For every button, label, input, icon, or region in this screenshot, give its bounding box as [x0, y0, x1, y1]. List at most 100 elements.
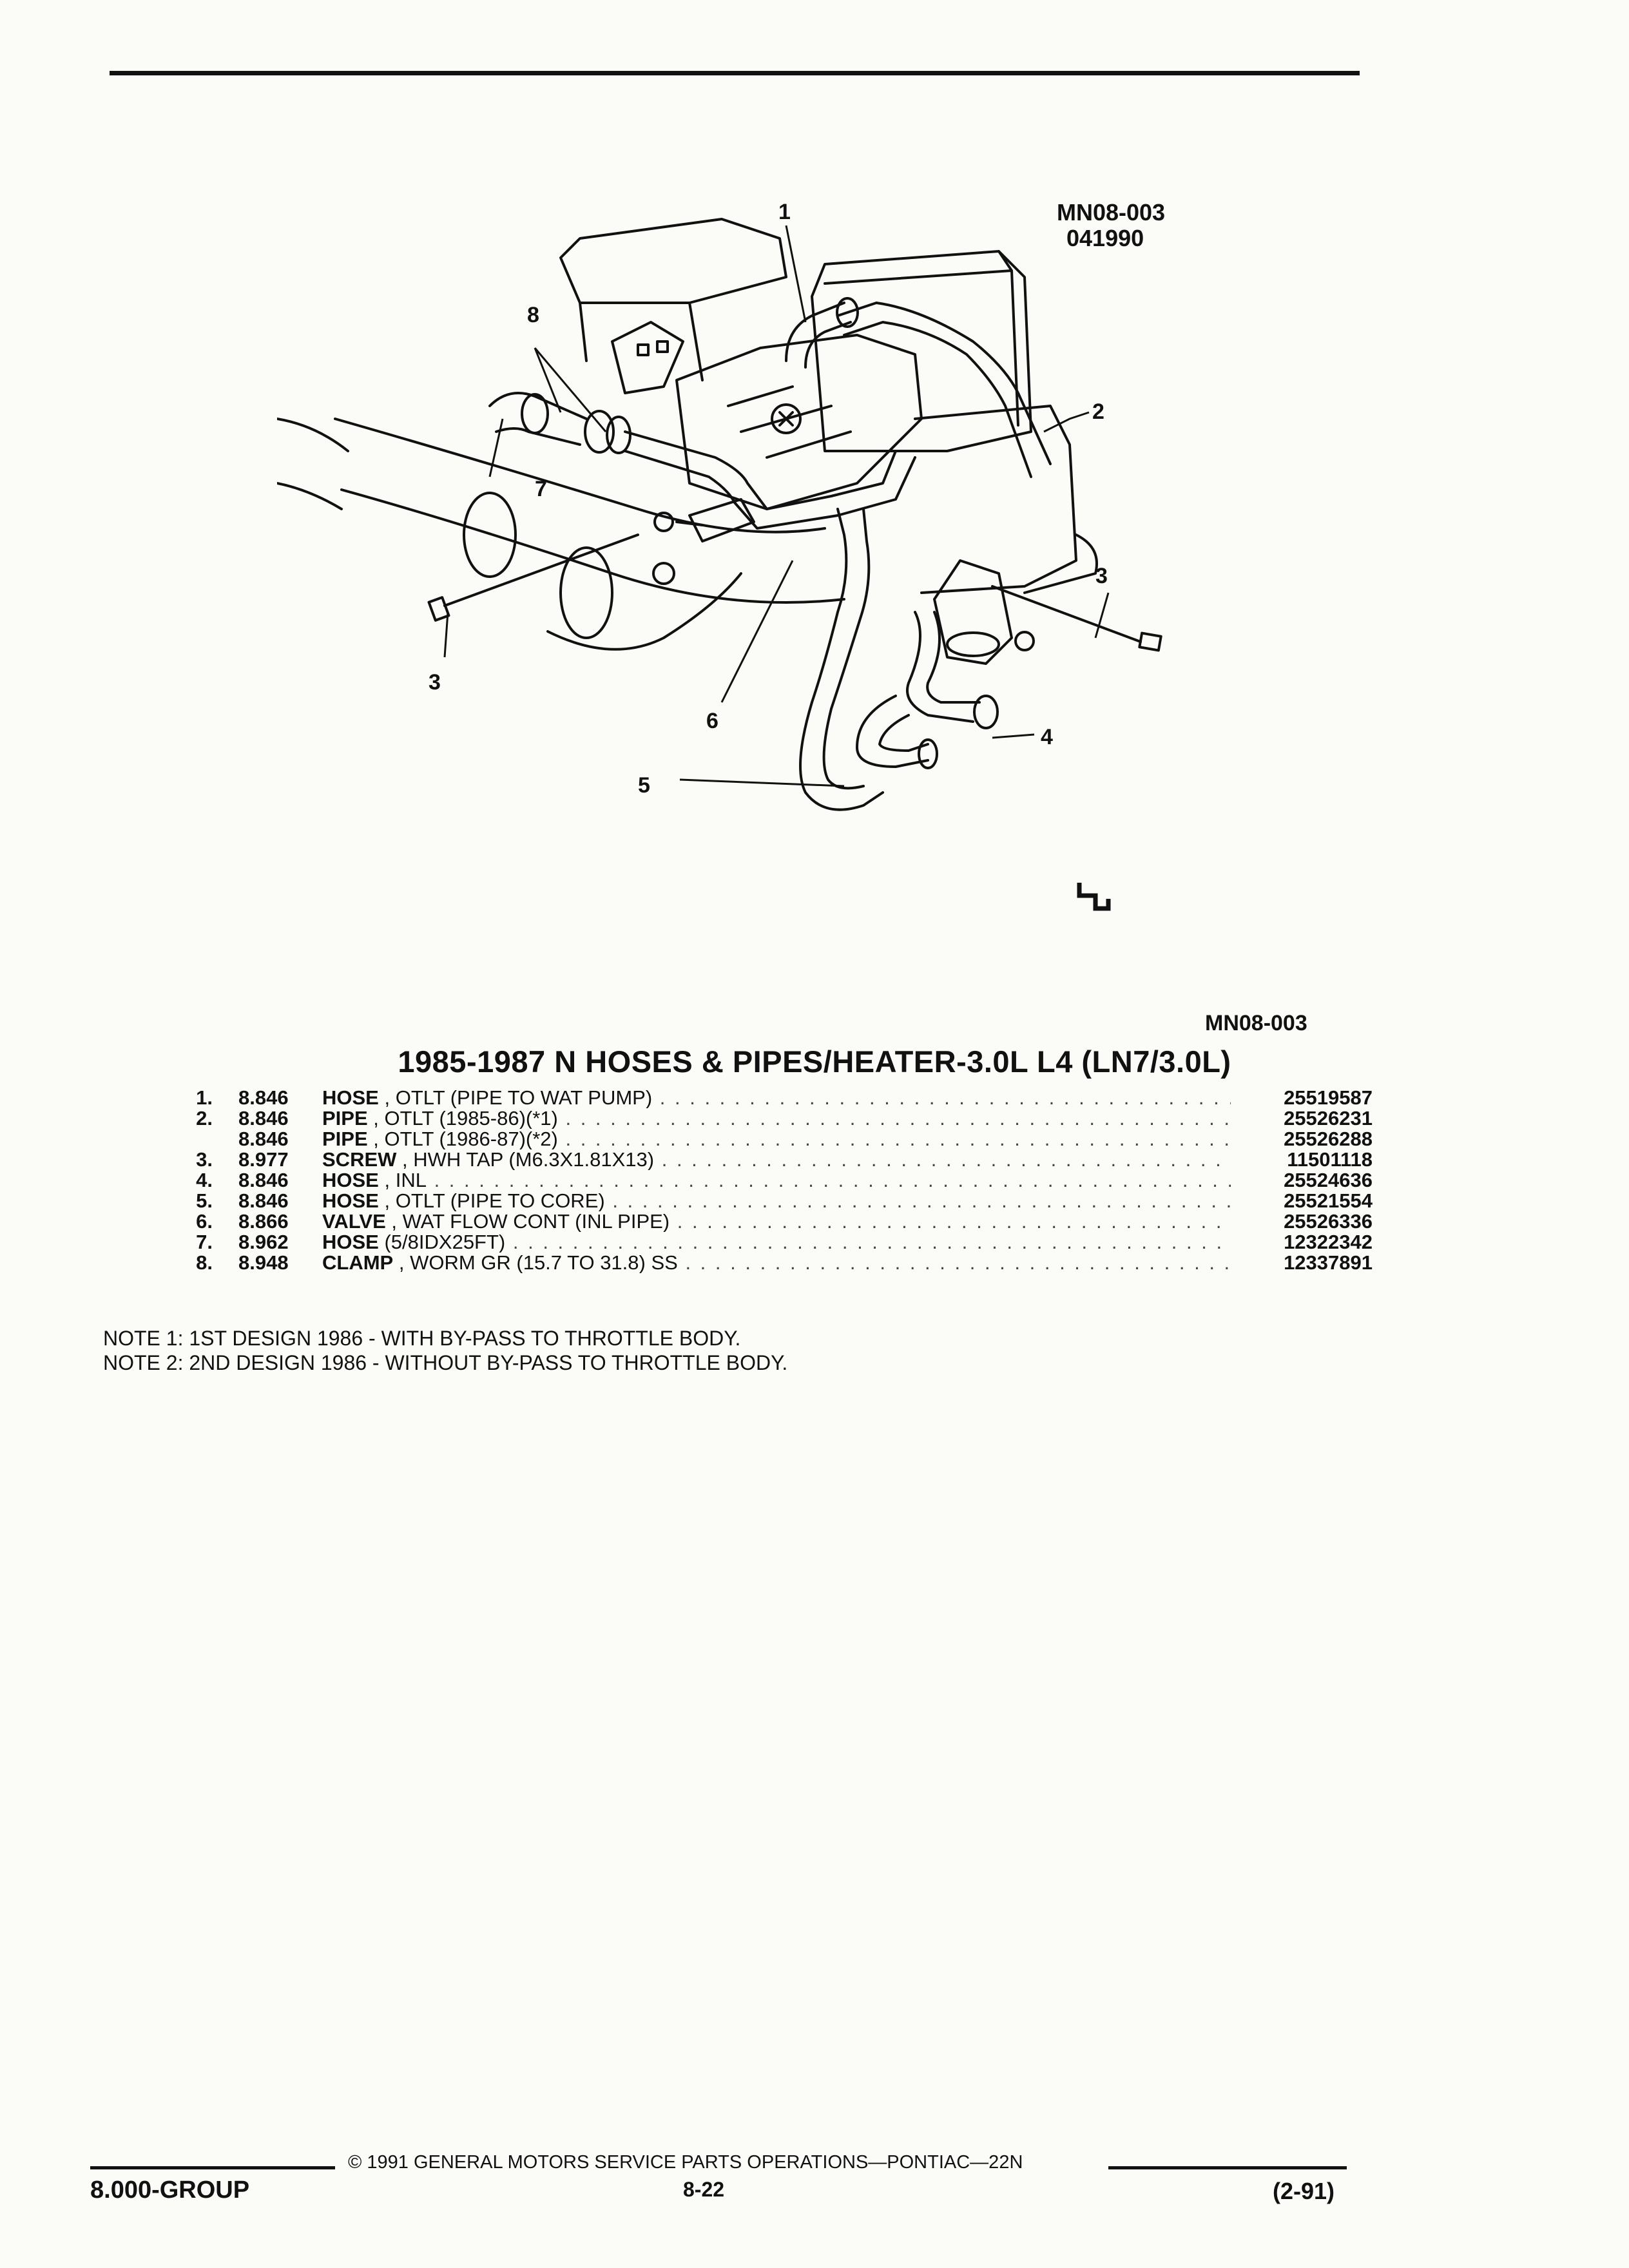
air-cleaner-box — [811, 250, 1032, 452]
part-name: CLAMP — [322, 1253, 394, 1273]
part-description: CLAMP , WORM GR (15.7 TO 31.8) SS — [322, 1253, 1231, 1273]
part-row: 7. 8.962 HOSE (5/8IDX25FT) 12322342 — [161, 1232, 1373, 1253]
part-row: 6. 8.866 VALVE , WAT FLOW CONT (INL PIPE) 2… — [161, 1211, 1373, 1232]
top-rule — [110, 71, 1360, 75]
part-detail: , HWH TAP (M6.3X1.81X13) — [402, 1149, 655, 1170]
footer-group: 8.000-GROUP — [90, 2177, 250, 2204]
part-row: 5. 8.846 HOSE , OTLT (PIPE TO CORE) 2552155… — [161, 1191, 1373, 1211]
part-detail: , OTLT (PIPE TO CORE) — [384, 1191, 605, 1211]
part-name: HOSE — [322, 1170, 379, 1191]
part-row: 8. 8.948 CLAMP , WORM GR (15.7 TO 31.8) SS… — [161, 1253, 1373, 1273]
part-group-code: 8.846 — [238, 1086, 289, 1109]
footer-rule-left — [90, 2166, 335, 2169]
notes: NOTE 1: 1ST DESIGN 1986 - WITH BY-PASS T… — [103, 1326, 787, 1375]
callout-8: 8 — [527, 303, 539, 327]
part-name: PIPE — [322, 1108, 368, 1129]
footer-copyright: © 1991 GENERAL MOTORS SERVICE PARTS OPER… — [348, 2152, 1023, 2173]
part-description: HOSE , INL — [322, 1170, 1231, 1191]
part-number: 25519587 — [1284, 1086, 1373, 1109]
hose-7 — [488, 392, 588, 420]
callout-4: 4 — [1041, 725, 1053, 749]
pipe-2 — [624, 430, 897, 510]
part-ref-number: 1. — [196, 1086, 213, 1109]
part-ref-number: 2. — [196, 1107, 213, 1129]
part-number: 12322342 — [1284, 1231, 1373, 1253]
part-number: 25521554 — [1284, 1189, 1373, 1212]
note-1: NOTE 1: 1ST DESIGN 1986 - WITH BY-PASS T… — [103, 1327, 741, 1350]
hose-5 — [799, 508, 884, 811]
engine-block-outline — [559, 218, 787, 304]
part-detail: , WAT FLOW CONT (INL PIPE) — [391, 1211, 670, 1232]
part-detail: , OTLT (1985-86)(*1) — [373, 1108, 558, 1129]
part-group-code: 8.846 — [238, 1107, 289, 1129]
part-detail: , INL — [384, 1170, 427, 1191]
part-name: HOSE — [322, 1191, 379, 1211]
part-row: 3. 8.977 SCREW , HWH TAP (M6.3X1.81X13) 115… — [161, 1149, 1373, 1170]
part-number: 25526288 — [1284, 1128, 1373, 1150]
exhaust-tube — [334, 418, 826, 533]
part-ref-number: 4. — [196, 1169, 213, 1191]
part-group-code: 8.846 — [238, 1189, 289, 1212]
part-ref-number: 5. — [196, 1189, 213, 1212]
part-detail: , OTLT (1986-87)(*2) — [373, 1129, 558, 1149]
part-row: 4. 8.846 HOSE , INL 25524636 — [161, 1170, 1373, 1191]
callout-3-left: 3 — [429, 670, 441, 695]
part-description: SCREW , HWH TAP (M6.3X1.81X13) — [322, 1149, 1231, 1170]
figure-date-code: 041990 — [1066, 225, 1144, 251]
part-name: HOSE — [322, 1088, 379, 1108]
bracket — [611, 321, 684, 394]
valve-6 — [688, 498, 755, 543]
part-row: 2. 8.846 PIPE , OTLT (1985-86)(*1) 25526231 — [161, 1108, 1373, 1129]
part-name: PIPE — [322, 1129, 368, 1149]
part-ref-number: 8. — [196, 1251, 213, 1274]
footer-page-number: 8-22 — [683, 2178, 725, 2201]
part-description: PIPE , OTLT (1985-86)(*1) — [322, 1108, 1231, 1129]
part-detail: (5/8IDX25FT) — [384, 1232, 506, 1253]
note-2: NOTE 2: 2ND DESIGN 1986 - WITHOUT BY-PAS… — [103, 1351, 788, 1374]
part-number: 11501118 — [1287, 1148, 1373, 1171]
screw-3-right — [991, 585, 1162, 652]
part-number: 25526231 — [1284, 1107, 1373, 1129]
part-group-code: 8.866 — [238, 1210, 289, 1233]
callout-7: 7 — [535, 477, 547, 501]
hose-pipe-diagram: 1 2 3 3 4 5 6 7 8 — [277, 200, 1162, 911]
callout-1: 1 — [778, 200, 791, 224]
part-number: 25524636 — [1284, 1169, 1373, 1191]
part-name: SCREW — [322, 1149, 397, 1170]
callout-5: 5 — [638, 773, 650, 798]
figure-id-top: MN08-003 — [1057, 199, 1166, 226]
footer-date: (2-91) — [1273, 2178, 1335, 2204]
hose-4 — [856, 695, 929, 768]
part-group-code: 8.846 — [238, 1169, 289, 1191]
part-ref-number: 3. — [196, 1148, 213, 1171]
part-number: 25526336 — [1284, 1210, 1373, 1233]
part-detail: , OTLT (PIPE TO WAT PUMP) — [384, 1088, 653, 1108]
part-name: VALVE — [322, 1211, 386, 1232]
part-name: HOSE — [322, 1232, 379, 1253]
part-ref-number: 7. — [196, 1231, 213, 1253]
part-group-code: 8.846 — [238, 1128, 289, 1150]
part-row: 1. 8.846 HOSE , OTLT (PIPE TO WAT PUMP) 255… — [161, 1088, 1373, 1108]
part-ref-number: 6. — [196, 1210, 213, 1233]
screw-3-left — [427, 533, 639, 622]
part-description: VALVE , WAT FLOW CONT (INL PIPE) — [322, 1211, 1231, 1232]
part-description: HOSE , OTLT (PIPE TO CORE) — [322, 1191, 1231, 1211]
part-description: HOSE , OTLT (PIPE TO WAT PUMP) — [322, 1088, 1231, 1108]
part-group-code: 8.948 — [238, 1251, 289, 1274]
part-row: 8.846 PIPE , OTLT (1986-87)(*2) 25526288 — [161, 1129, 1373, 1149]
part-number: 12337891 — [1284, 1251, 1373, 1274]
part-description: HOSE (5/8IDX25FT) — [322, 1232, 1231, 1253]
hose-1 — [785, 302, 845, 362]
hook-symbol — [1077, 883, 1111, 911]
part-description: PIPE , OTLT (1986-87)(*2) — [322, 1129, 1231, 1149]
part-detail: , WORM GR (15.7 TO 31.8) SS — [398, 1253, 678, 1273]
part-group-code: 8.977 — [238, 1148, 289, 1171]
section-title: 1985-1987 N HOSES & PIPES/HEATER-3.0L L4… — [398, 1044, 1231, 1079]
footer-rule-right — [1108, 2166, 1347, 2169]
part-group-code: 8.962 — [238, 1231, 289, 1253]
figure-id-bottom: MN08-003 — [1205, 1011, 1307, 1035]
callout-6: 6 — [706, 709, 718, 733]
callout-3-right: 3 — [1095, 564, 1108, 588]
callout-2: 2 — [1092, 399, 1104, 424]
